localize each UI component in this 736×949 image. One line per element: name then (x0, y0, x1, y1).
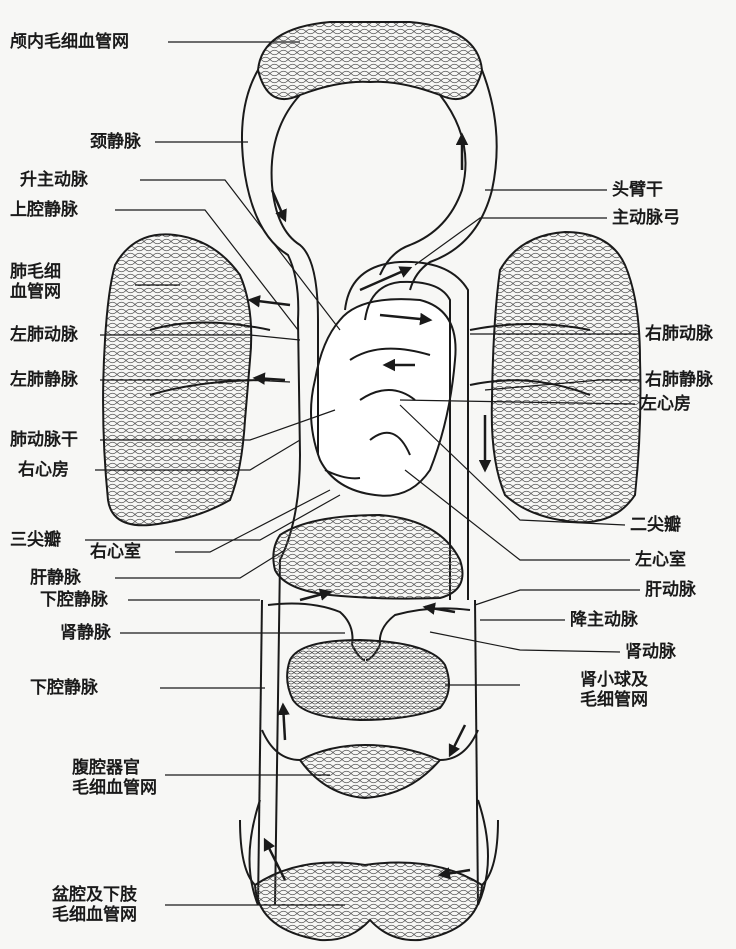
label-right-pulmonary-artery: 右肺动脉 (645, 324, 713, 344)
label-lung-capillaries-line1: 肺毛细 (10, 262, 61, 282)
label-renal-vein: 肾静脉 (60, 623, 111, 643)
head-loop-vessels (242, 70, 497, 320)
lung-right (470, 232, 640, 522)
label-cranial-capillaries: 颅内毛细血管网 (10, 32, 129, 52)
label-abdominal-capillaries-line2: 毛细血管网 (72, 778, 157, 798)
label-pelvic-capillaries: 盆腔及下肢 毛细血管网 (52, 885, 137, 925)
label-jugular-vein: 颈静脉 (90, 132, 141, 152)
liver-capillaries (273, 515, 462, 599)
label-left-ventricle: 左心室 (635, 550, 686, 570)
cranial-capillary-network (258, 22, 482, 99)
label-lung-capillaries-line2: 血管网 (10, 282, 61, 302)
glomerulus-network (287, 640, 449, 720)
label-left-pulmonary-vein: 左肺静脉 (10, 370, 78, 390)
label-right-pulmonary-vein: 右肺静脉 (645, 370, 713, 390)
label-glomerulus: 肾小球及 毛细管网 (580, 670, 648, 710)
label-abdominal-capillaries: 腹腔器官 毛细血管网 (72, 758, 157, 798)
label-inferior-vena-cava-lower: 下腔静脉 (30, 678, 98, 698)
label-right-atrium: 右心房 (18, 460, 69, 480)
heart (311, 299, 456, 496)
label-pelvic-capillaries-line1: 盆腔及下肢 (52, 885, 137, 905)
label-inferior-vena-cava-upper: 下腔静脉 (40, 590, 108, 610)
label-lung-capillaries: 肺毛细 血管网 (10, 262, 61, 302)
label-tricuspid-valve: 三尖瓣 (10, 530, 61, 550)
label-renal-artery: 肾动脉 (625, 642, 676, 662)
abdominal-capillaries (262, 730, 478, 798)
label-pulmonary-trunk: 肺动脉干 (10, 430, 78, 450)
label-hepatic-vein: 肝静脉 (30, 568, 81, 588)
label-aortic-arch: 主动脉弓 (612, 208, 680, 228)
label-descending-aorta: 降主动脉 (570, 610, 638, 630)
label-glomerulus-line2: 毛细管网 (580, 690, 648, 710)
label-superior-vena-cava: 上腔静脉 (10, 200, 78, 220)
label-bicuspid-valve: 二尖瓣 (630, 515, 681, 535)
label-glomerulus-line1: 肾小球及 (580, 670, 648, 690)
label-right-ventricle: 右心室 (90, 542, 141, 562)
label-left-pulmonary-artery: 左肺动脉 (10, 325, 78, 345)
label-brachiocephalic-trunk: 头臂干 (612, 180, 663, 200)
label-left-atrium: 左心房 (640, 394, 691, 414)
label-hepatic-artery: 肝动脉 (645, 580, 696, 600)
label-ascending-aorta: 升主动脉 (20, 170, 88, 190)
label-abdominal-capillaries-line1: 腹腔器官 (72, 758, 157, 778)
label-pelvic-capillaries-line2: 毛细血管网 (52, 905, 137, 925)
